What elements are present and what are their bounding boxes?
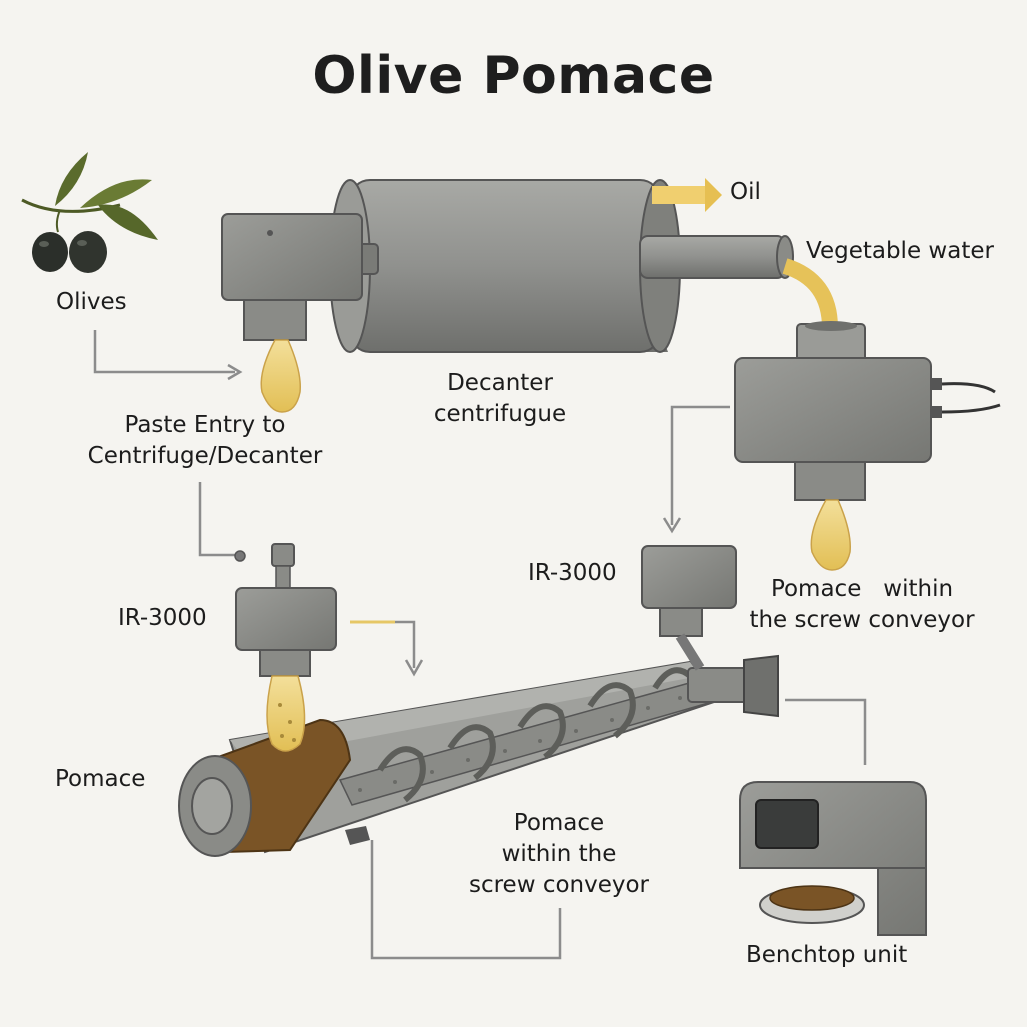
conveyor-ir-unit — [641, 545, 737, 671]
conveyor-to-benchtop-line — [785, 698, 867, 765]
olives-to-paste-line — [93, 330, 235, 374]
screw-conveyor — [178, 654, 779, 857]
olive-branch-icon — [21, 152, 158, 273]
label-pomace-right: Pomace within the screw conveyor — [732, 574, 992, 636]
diagram-title: Olive Pomace — [312, 46, 715, 106]
label-pomace-center-line1: Pomace — [513, 810, 605, 836]
label-pomace-right-line1: Pomace within — [770, 576, 954, 602]
paste-to-ir-line — [198, 482, 240, 557]
paste-drop — [260, 339, 301, 413]
label-ir-right: IR-3000 — [528, 560, 617, 586]
flow-connectors — [93, 330, 867, 960]
label-decanter-line2: centrifugue — [433, 401, 567, 427]
ir-right-arrowhead — [662, 517, 682, 534]
label-paste-entry-line1: Paste Entry to — [124, 412, 286, 438]
label-vegetable-water: Vegetable water — [806, 238, 994, 264]
label-pomace-center-line2: within the — [501, 841, 617, 867]
label-pomace-center: Pomace within the screw conveyor — [445, 808, 673, 901]
label-benchtop: Benchtop unit — [746, 942, 908, 968]
label-oil: Oil — [730, 179, 761, 205]
pomace-bracket-line — [370, 840, 562, 960]
vegetable-water-pipe — [782, 258, 838, 329]
ir-right-feed-line — [670, 405, 730, 525]
label-pomace-center-line3: screw conveyor — [468, 872, 650, 898]
label-decanter: Decanter centrifugue — [410, 368, 590, 430]
left-ir-unit — [234, 543, 337, 752]
label-paste-entry-line2: Centrifuge/Decanter — [87, 443, 323, 469]
ir-left-arrowhead — [404, 659, 424, 677]
ir-left-to-conveyor-line — [350, 620, 416, 668]
label-decanter-line1: Decanter — [447, 370, 553, 396]
label-pomace-right-line2: the screw conveyor — [749, 607, 975, 633]
label-paste-entry: Paste Entry to Centrifuge/Decanter — [60, 410, 350, 472]
label-pomace-left: Pomace — [55, 766, 146, 792]
label-ir-left: IR-3000 — [118, 605, 207, 631]
label-olives: Olives — [56, 289, 127, 315]
olives-arrowhead — [227, 363, 243, 381]
pomace-drop-right — [810, 499, 851, 571]
paste-stream-left — [266, 675, 306, 752]
right-ir-unit — [734, 321, 1001, 571]
benchtop-unit — [739, 781, 927, 936]
decanter-centrifuge — [221, 179, 794, 413]
oil-arrow — [652, 178, 722, 212]
